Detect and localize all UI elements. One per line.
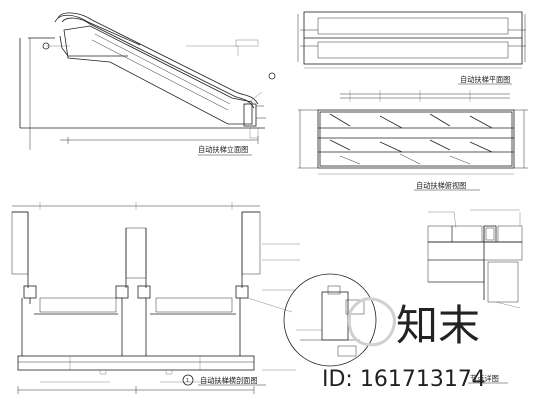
escalator-top-view: 自动扶梯俯视图 xyxy=(298,90,528,191)
escalator-section-view: 1 自动扶梯横剖面图 xyxy=(11,202,377,394)
watermark: 知末 ID: 161713174 xyxy=(322,297,486,392)
escalator-plan-view: 自动扶梯平面图 xyxy=(297,11,526,85)
section-marker-number: 1 xyxy=(186,378,189,384)
watermark-logo-mark xyxy=(347,297,396,347)
escalator-section-title: 自动扶梯横剖面图 xyxy=(200,376,258,385)
watermark-id-text: ID: 161713174 xyxy=(322,367,486,392)
edge-detail-view: 节点详图 xyxy=(427,209,523,384)
section-marker-circle xyxy=(182,374,194,386)
watermark-logo-text: 知末 xyxy=(396,301,480,350)
escalator-top-view-title: 自动扶梯俯视图 xyxy=(416,181,466,190)
detail-callout-circle xyxy=(283,273,377,367)
escalator-elevation-title: 自动扶梯立面图 xyxy=(198,145,248,154)
escalator-elevation-view: 自动扶梯立面图 xyxy=(19,12,276,156)
escalator-plan-title: 自动扶梯平面图 xyxy=(460,75,510,84)
edge-detail-title: 节点详图 xyxy=(470,374,499,383)
